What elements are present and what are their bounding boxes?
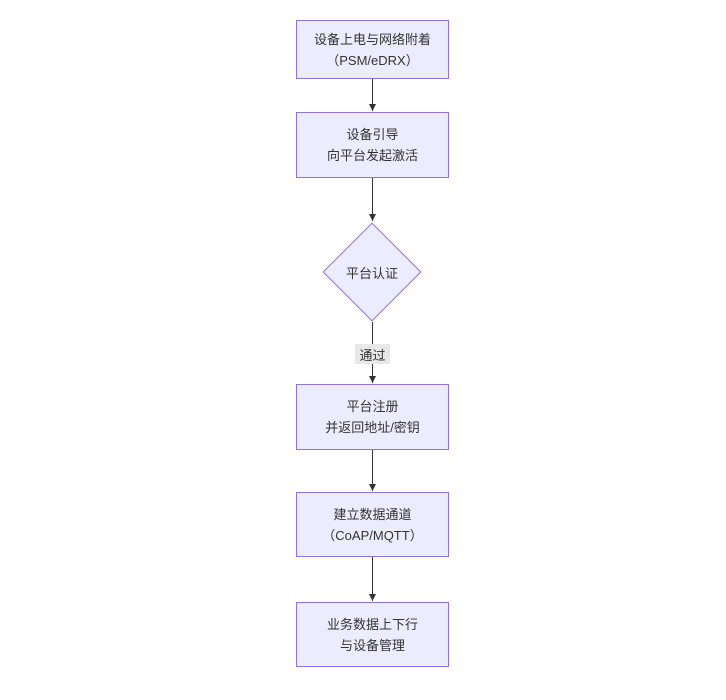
node-text-line: 向平台发起激活 [326,148,418,163]
node-text-line: （PSM/eDRX） [326,52,419,68]
node-text-line: 平台注册 [346,399,399,414]
node-text-line: （CoAP/MQTT） [322,527,423,543]
flow-node-bootstrap: 设备引导 向平台发起激活 [296,112,449,178]
flow-node-data-channel: 建立数据通道 （CoAP/MQTT） [296,492,449,557]
edge-label-pass: 通过 [355,344,390,364]
node-text-line: 设备引导 [346,127,399,142]
node-text-line: 与设备管理 [339,637,405,653]
flow-node-business-data: 业务数据上下行 与设备管理 [296,602,449,667]
node-text-line: 并返回地址/密钥 [325,420,420,435]
node-text-line: 业务数据上下行 [326,616,418,632]
decision-node-platform-auth: 平台认证 [322,222,422,322]
node-text-line: 设备上电与网络附着 [313,31,431,47]
node-text-line: 建立数据通道 [333,506,412,522]
flow-node-power-attach: 设备上电与网络附着 （PSM/eDRX） [296,20,449,79]
decision-label: 平台认证 [345,265,398,281]
flow-node-register: 平台注册 并返回地址/密钥 [296,384,449,450]
